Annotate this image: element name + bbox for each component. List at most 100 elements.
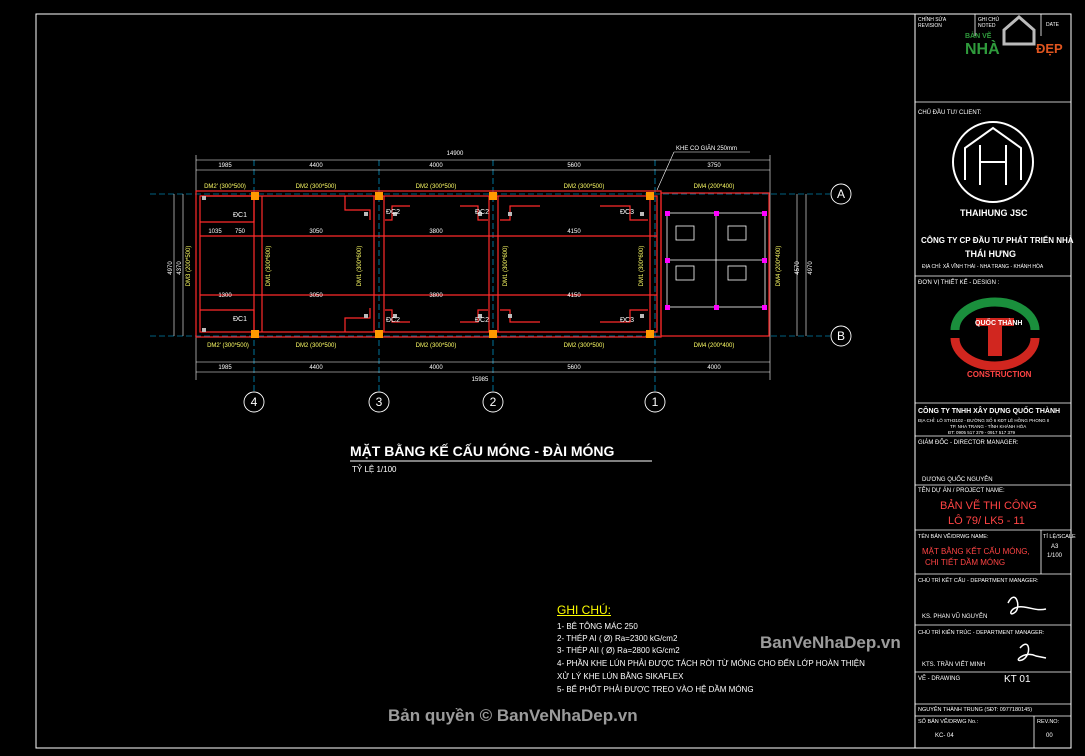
overall-top-dim: 14900 [447, 151, 464, 157]
svg-text:3750: 3750 [707, 163, 721, 169]
expansion-joint-label: KHE CO GIÃN 250mm [676, 145, 737, 152]
rev-header-noted: GHI CHÚ NOTED [978, 17, 1000, 29]
drawn-by: NGUYỄN THÀNH TRUNG (SĐT: 0977180145) [918, 707, 1033, 713]
client-name: CÔNG TY CP ĐẦU TƯ PHÁT TRIỂN NHÀ [921, 236, 1074, 245]
svg-text:ĐC2: ĐC2 [475, 317, 489, 324]
design-logo-top: QUỐC THÀNH [975, 320, 1023, 327]
svg-text:ĐC2: ĐC2 [475, 209, 489, 216]
beam-label-bot-2: DM2 (300*500) [416, 343, 457, 349]
sheet-border [35, 13, 1072, 749]
notes-heading: GHI CHÚ: [557, 603, 611, 617]
design-label: ĐƠN VỊ THIẾT KẾ - DESIGN : [918, 280, 1000, 286]
scale-label: TỈ LỆ/SCALE [1043, 534, 1076, 540]
svg-text:4150: 4150 [567, 229, 581, 235]
drawing-name-2: CHI TIẾT DẦM MÓNG [925, 558, 1006, 567]
svg-text:4000: 4000 [429, 163, 443, 169]
client-logo [952, 121, 1034, 203]
paper-size: A3 [1051, 544, 1059, 550]
beam-label-bot-1: DM2 (300*500) [296, 343, 337, 349]
svg-text:3800: 3800 [429, 229, 443, 235]
beam-label-bot-3: DM2 (300*500) [564, 343, 605, 349]
beam-labels: DM2' (300*500) DM2 (300*500) DM2 (300*50… [186, 184, 782, 349]
beam-label-bot-0: DM2' (300*500) [207, 343, 249, 349]
svg-text:ĐC2: ĐC2 [386, 209, 400, 216]
svg-text:ĐC1: ĐC1 [233, 316, 247, 323]
grid-label-b: B [837, 329, 845, 343]
piles [202, 196, 644, 332]
corner-logo-dep: ĐẸP [1036, 41, 1063, 56]
svg-text:4150: 4150 [567, 293, 581, 299]
designer-logo [950, 297, 1040, 371]
client-name-2: THÁI HƯNG [965, 249, 1016, 259]
svg-text:ĐC1: ĐC1 [233, 212, 247, 219]
svg-text:4000: 4000 [429, 365, 443, 371]
overall-bottom-dim: 15985 [472, 377, 489, 383]
design-phone: ĐT: 0905 517 379 - 0917 517 379 [948, 430, 1016, 435]
arch-label: CHỦ TRÌ KIẾN TRÚC - DEPARTMENT MANAGER: [918, 630, 1045, 636]
beam-label-top-2: DM2 (300*500) [416, 184, 457, 190]
scale-value: 1/100 [1047, 553, 1063, 559]
project-label: TÊN DỰ ÁN / PROJECT NAME: [918, 488, 1005, 494]
note-item: 2- THÉP AI ( Ø) Ra=2300 kG/cm2 [557, 634, 678, 643]
note-item: 5- BỂ PHỐT PHẢI ĐƯỢC TREO VÀO HỆ DẦM MÓN… [557, 685, 754, 694]
beam-label-v-3: DM1 (300*600) [503, 246, 509, 287]
svg-text:1985: 1985 [218, 365, 232, 371]
rev-no: 00 [1046, 733, 1053, 739]
septic-tank [666, 212, 766, 308]
foundation-beams [195, 190, 770, 338]
beam-label-bot-4: DM4 (200*400) [694, 343, 735, 349]
dimension-text: 14900 1985 4400 4000 5600 3750 1985 4400… [168, 151, 814, 383]
svg-text:4400: 4400 [309, 365, 323, 371]
director-label: GIÁM ĐỐC - DIRECTOR MANAGER: [918, 440, 1019, 446]
svg-text:4970: 4970 [168, 261, 174, 275]
svg-text:3800: 3800 [429, 293, 443, 299]
client-label: CHỦ ĐẦU TƯ/ CLIENT: [918, 110, 982, 116]
svg-text:ĐC3: ĐC3 [620, 317, 634, 324]
svg-text:ĐC2: ĐC2 [386, 317, 400, 324]
columns [251, 192, 654, 338]
svg-text:4000: 4000 [707, 365, 721, 371]
grid-label-3: 3 [376, 395, 383, 409]
beam-frame-tank [660, 192, 770, 337]
sheet-no: KC- 04 [935, 733, 954, 739]
svg-text:1985: 1985 [218, 163, 232, 169]
design-city: TP. NHA TRANG - TỈNH KHÁNH HÒA [950, 424, 1027, 429]
plan-title: MẶT BẰNG KẾ CẤU MÓNG - ĐÀI MÓNG [350, 443, 615, 459]
beam-label-v-0: DM3 (200*500) [186, 246, 192, 287]
grid-label-a: A [837, 187, 845, 201]
grid-label-4: 4 [251, 395, 258, 409]
grid-label-2: 2 [490, 395, 497, 409]
arch-name: KTS. TRẦN VIẾT MINH [922, 662, 986, 668]
plan-scale: TỶ LỆ 1/100 [352, 465, 397, 474]
note-item: 4- PHẦN KHE LÚN PHẢI ĐƯỢC TÁCH RỜI TỪ MÓ… [557, 659, 865, 668]
drawing-label: TÊN BẢN VẼ/DRWG NAME: [918, 534, 989, 540]
tank-columns [665, 211, 767, 310]
svg-text:4970: 4970 [808, 261, 814, 275]
corner-logo [1002, 15, 1036, 46]
beam-label-v-1: DM1 (300*600) [266, 246, 272, 287]
note-item: XỬ LÝ KHE LÚN BẰNG SIKAFLEX [557, 672, 684, 681]
beam-label-v-2: DM1 (300*600) [357, 246, 363, 287]
svg-text:3050: 3050 [309, 229, 323, 235]
svg-text:ĐC3: ĐC3 [620, 209, 634, 216]
beam-label-v-5: DM4 (200*400) [776, 246, 782, 287]
grid-label-1: 1 [652, 395, 659, 409]
beam-label-top-4: DM4 (200*400) [694, 184, 735, 190]
note-item: 1- BÊ TÔNG MÁC 250 [557, 622, 638, 631]
note-item: 3- THÉP AII ( Ø) Ra=2800 kG/cm2 [557, 646, 680, 655]
watermark-copyright: Bản quyền © BanVeNhaDep.vn [388, 706, 638, 725]
director-name: DƯƠNG QUỐC NGUYÊN [922, 477, 993, 483]
title-block-rules [915, 14, 1071, 748]
corner-logo-nha: NHÀ [965, 41, 1000, 58]
arch-signature [1017, 643, 1047, 662]
beam-label-top-0: DM2' (300*500) [204, 184, 246, 190]
struct-label: CHỦ TRÌ KẾT CẤU - DEPARTMENT MANAGER: [918, 578, 1039, 584]
expansion-joint-leader [656, 151, 675, 191]
svg-text:4400: 4400 [309, 163, 323, 169]
beam-label-top-3: DM2 (300*500) [564, 184, 605, 190]
drawing-no-label: VẼ - DRAWING [918, 676, 961, 682]
beam-label-top-1: DM2 (300*500) [296, 184, 337, 190]
rev-header-date: DATE [1046, 22, 1059, 28]
pile-cap-labels: ĐC1 ĐC1 ĐC2 ĐC2 ĐC2 ĐC2 ĐC3 ĐC3 [233, 209, 634, 324]
